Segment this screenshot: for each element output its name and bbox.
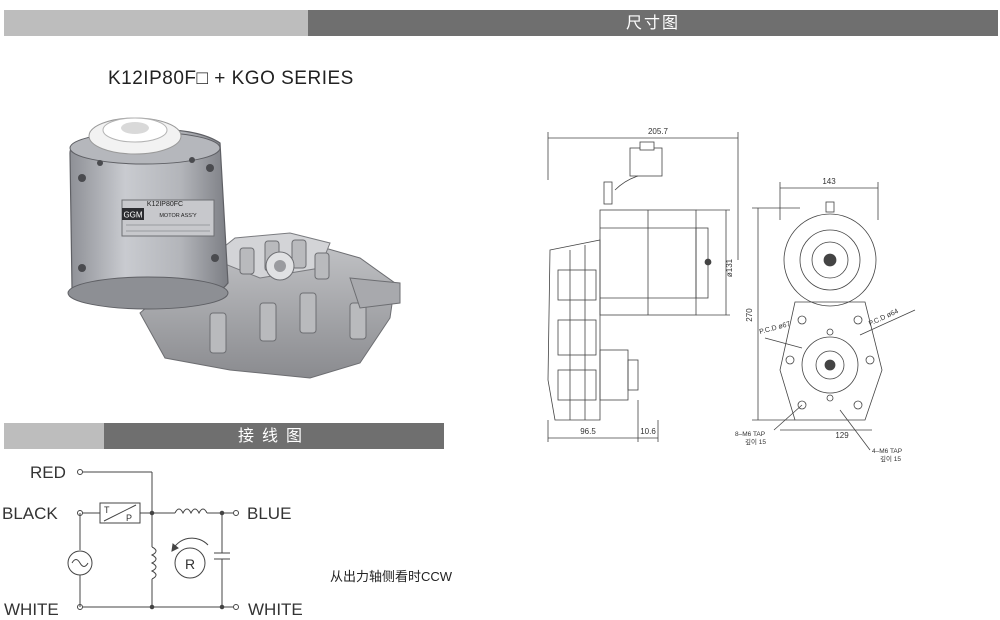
dim-bottom-right: 10.6 (640, 427, 656, 436)
wire-label-blue: BLUE (247, 504, 291, 523)
tap-left-line2: 깊이 15 (745, 437, 766, 446)
dim-front-width: 143 (822, 177, 836, 186)
rotation-note: 从出力轴侧看时CCW (330, 569, 453, 584)
wire-label-white-right: WHITE (248, 600, 303, 619)
wiring-diagram: RED BLACK WHITE BLUE WHITE T P R (2, 463, 303, 619)
section-title-wiring: 接线图 (237, 426, 310, 445)
tap-left-line1: 8–M6 TAP (735, 431, 765, 438)
rotor-label: R (185, 556, 195, 572)
wire-label-black: BLACK (2, 504, 58, 523)
section-header-wiring: 接线图 (104, 423, 444, 449)
wire-label-white-left: WHITE (4, 600, 59, 619)
dim-total-width: 205.7 (648, 127, 669, 136)
section-title-dimensions: 尺寸图 (625, 13, 680, 32)
header-band-left (4, 10, 308, 36)
label-brand-text: GGM (123, 211, 142, 220)
dim-bottom-front: 129 (835, 431, 849, 440)
product-model-title: K12IP80F□ + KGO SERIES (108, 68, 354, 89)
dim-height: 270 (745, 308, 754, 322)
tap-right-line2: 깊이 15 (880, 454, 901, 463)
dim-shaft-dia: ø131 (725, 258, 734, 277)
dim-pcd-left: P.C.D ø67 (759, 321, 792, 336)
product-photo: GGM K12IP80FC MOTOR ASS'Y (67, 117, 401, 379)
side-view: 205.7 ø131 96.5 10.6 (547, 127, 739, 442)
section-header-dimensions: 尺寸图 (308, 10, 998, 36)
dimension-drawing: 205.7 ø131 96.5 10.6 (547, 127, 916, 463)
front-view: 143 270 P.C.D ø67 P.C.D ø64 129 8–M6 TAP (735, 177, 916, 463)
tp-t-label: T (104, 505, 110, 515)
label-assy-text: MOTOR ASS'Y (159, 213, 197, 219)
label-model-text: K12IP80FC (147, 201, 183, 208)
dim-pcd-right: P.C.D ø64 (868, 308, 900, 328)
wire-label-red: RED (30, 463, 66, 482)
dim-bottom-left: 96.5 (580, 427, 596, 436)
tp-p-label: P (126, 513, 132, 523)
tap-right-line1: 4–M6 TAP (872, 448, 902, 455)
wiring-band-left (4, 423, 104, 449)
